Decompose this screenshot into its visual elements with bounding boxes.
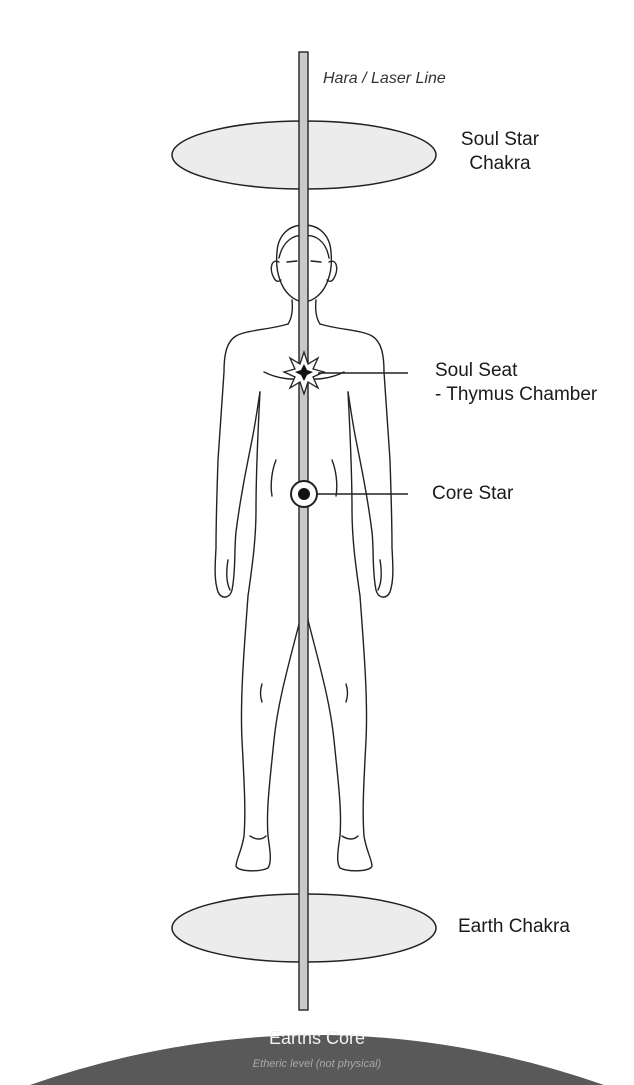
core-star-icon: [291, 481, 317, 507]
hara-laser-line-label: Hara / Laser Line: [323, 67, 446, 91]
soul-star-chakra-label: Soul Star Chakra: [452, 128, 548, 176]
soul-seat-label-line1: Soul Seat: [435, 359, 597, 383]
earth-chakra-label: Earth Chakra: [458, 915, 570, 939]
earths-core-label: Earths Core: [0, 1028, 634, 1049]
core-star-label: Core Star: [432, 482, 513, 506]
soul-star-label-line1: Soul Star: [452, 128, 548, 152]
soul-seat-label-line2: - Thymus Chamber: [435, 383, 597, 407]
soul-star-label-line2: Chakra: [452, 152, 548, 176]
hara-laser-line: [299, 52, 308, 1010]
earths-core-sublabel: Etheric level (not physical): [0, 1058, 634, 1070]
soul-seat-label: Soul Seat - Thymus Chamber: [435, 359, 597, 407]
